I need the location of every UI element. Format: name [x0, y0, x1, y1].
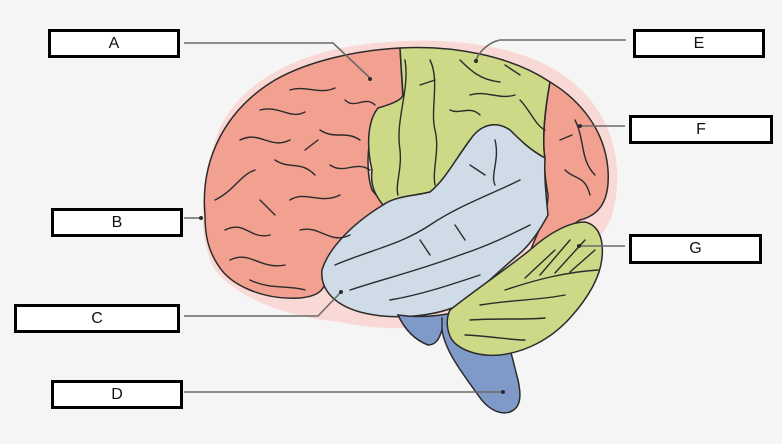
cerebellum — [446, 221, 604, 357]
leader-lines — [184, 39, 626, 393]
leader-line-a — [184, 42, 371, 79]
label-box-e[interactable]: E — [633, 29, 765, 58]
pointer-dots — [199, 59, 582, 394]
label-text-d: D — [111, 385, 123, 403]
label-text-c: C — [91, 309, 103, 327]
label-box-b[interactable]: B — [51, 208, 183, 237]
label-text-e: E — [693, 34, 705, 52]
label-text-f: F — [696, 120, 706, 138]
label-text-g: G — [689, 240, 702, 257]
leader-line-e — [475, 39, 626, 61]
label-box-g[interactable]: G — [629, 234, 762, 264]
label-text-b: B — [111, 213, 123, 231]
leader-line-c — [184, 291, 342, 317]
label-text-a: A — [108, 34, 120, 52]
label-box-f[interactable]: F — [629, 115, 773, 144]
label-box-a[interactable]: A — [48, 29, 180, 58]
temporal-lobe — [321, 124, 549, 318]
label-box-c[interactable]: C — [14, 304, 180, 333]
label-box-d[interactable]: D — [51, 380, 183, 409]
sulci-lines — [214, 59, 599, 341]
